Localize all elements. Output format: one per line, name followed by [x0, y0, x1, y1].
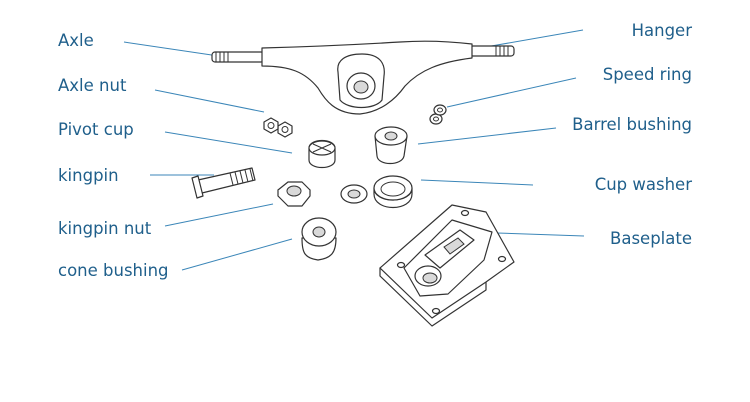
leader-axle-nut [154, 89, 265, 113]
label-cup-washer: Cup washer [595, 175, 693, 194]
leader-lines [123, 29, 585, 271]
barrel-bushing-part [374, 126, 408, 165]
cone-bushing-part [301, 217, 337, 261]
label-barrel-bushing: Barrel bushing [572, 115, 692, 134]
kingpin-part [191, 167, 256, 199]
hanger-part [211, 40, 515, 115]
label-baseplate: Baseplate [610, 229, 692, 248]
label-pivot-cup: Pivot cup [58, 120, 134, 139]
speed-ring-part [429, 104, 447, 125]
label-hanger: Hanger [632, 21, 693, 40]
leader-cone-bushing [181, 238, 293, 271]
leader-barrel-bushing [417, 127, 557, 145]
label-kingpin: kingpin [58, 166, 119, 185]
baseplate-part [379, 204, 515, 327]
cup-washer-part [373, 175, 413, 208]
small-washer-part [340, 184, 368, 204]
label-axle-nut: Axle nut [58, 76, 127, 95]
label-speed-ring: Speed ring [603, 65, 692, 84]
leader-cup-washer [420, 179, 534, 186]
label-axle: Axle [58, 31, 94, 50]
pivot-cup-part [308, 139, 336, 169]
labels: Axle Axle nut Pivot cup kingpin kingpin … [58, 21, 692, 280]
leader-pivot-cup [164, 131, 293, 154]
leader-kingpin-nut [164, 203, 274, 227]
leader-baseplate [496, 232, 585, 237]
kingpin-nut-part [277, 181, 311, 207]
leader-speed-ring [446, 77, 577, 108]
axle-nut-part [263, 117, 293, 138]
label-cone-bushing: cone bushing [58, 261, 169, 280]
label-kingpin-nut: kingpin nut [58, 219, 152, 238]
